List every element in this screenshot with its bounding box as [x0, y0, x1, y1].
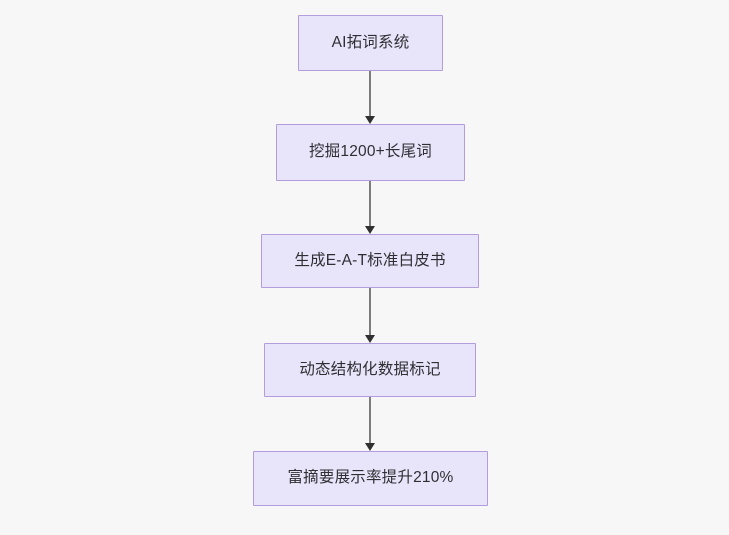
flow-node-ai-keyword-system[interactable]: AI拓词系统 [298, 15, 443, 71]
flow-node-rich-snippet-impression-uplift[interactable]: 富摘要展示率提升210% [253, 451, 488, 506]
edge-line [369, 397, 371, 443]
flow-node-label: 动态结构化数据标记 [299, 360, 441, 378]
arrowhead-icon [364, 116, 375, 124]
flow-node-label: AI拓词系统 [331, 33, 410, 51]
flow-node-dynamic-structured-data-markup[interactable]: 动态结构化数据标记 [264, 343, 476, 397]
flow-node-label: 挖掘1200+长尾词 [308, 143, 433, 161]
arrowhead-icon [364, 335, 375, 343]
flow-edge-n4-n5 [364, 397, 376, 451]
edge-line [369, 288, 371, 335]
flow-edge-n3-n4 [364, 288, 376, 343]
arrowhead-icon [364, 226, 375, 234]
flow-edge-n2-n3 [364, 181, 376, 234]
flow-node-label: 富摘要展示率提升210% [287, 469, 454, 487]
edge-line [369, 71, 371, 116]
flow-node-label: 生成E-A-T标准白皮书 [294, 251, 446, 269]
arrowhead-icon [364, 443, 375, 451]
flow-node-mine-longtail-keywords[interactable]: 挖掘1200+长尾词 [276, 124, 465, 181]
edge-line [369, 181, 371, 226]
flow-edge-n1-n2 [364, 71, 376, 124]
flow-node-generate-eat-whitepaper[interactable]: 生成E-A-T标准白皮书 [261, 234, 479, 288]
